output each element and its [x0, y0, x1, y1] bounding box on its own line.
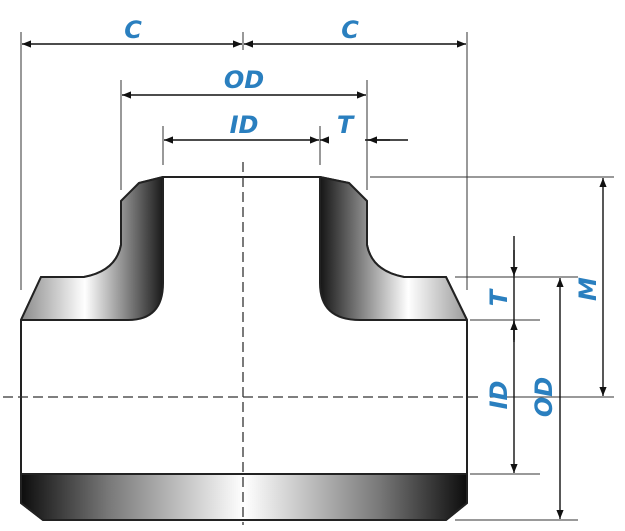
label-m: M — [574, 277, 602, 301]
branch-wall-left — [20, 176, 164, 321]
tee-body — [20, 176, 468, 521]
tee-outline — [20, 176, 468, 521]
dimension-lines — [22, 40, 607, 519]
label-id-side: ID — [485, 381, 513, 410]
run-bottom-wall — [20, 473, 468, 521]
label-id-top: ID — [230, 111, 259, 139]
branch-wall-right — [319, 176, 468, 321]
label-od-top: OD — [224, 66, 264, 94]
label-od-side: OD — [530, 377, 558, 417]
label-t-top: T — [337, 111, 355, 139]
label-c-left: C — [124, 16, 142, 44]
label-c-right: C — [341, 16, 359, 44]
dimension-labels: C C OD ID T M T ID OD — [124, 16, 602, 417]
label-t-side: T — [485, 288, 513, 306]
center-lines — [3, 162, 478, 525]
